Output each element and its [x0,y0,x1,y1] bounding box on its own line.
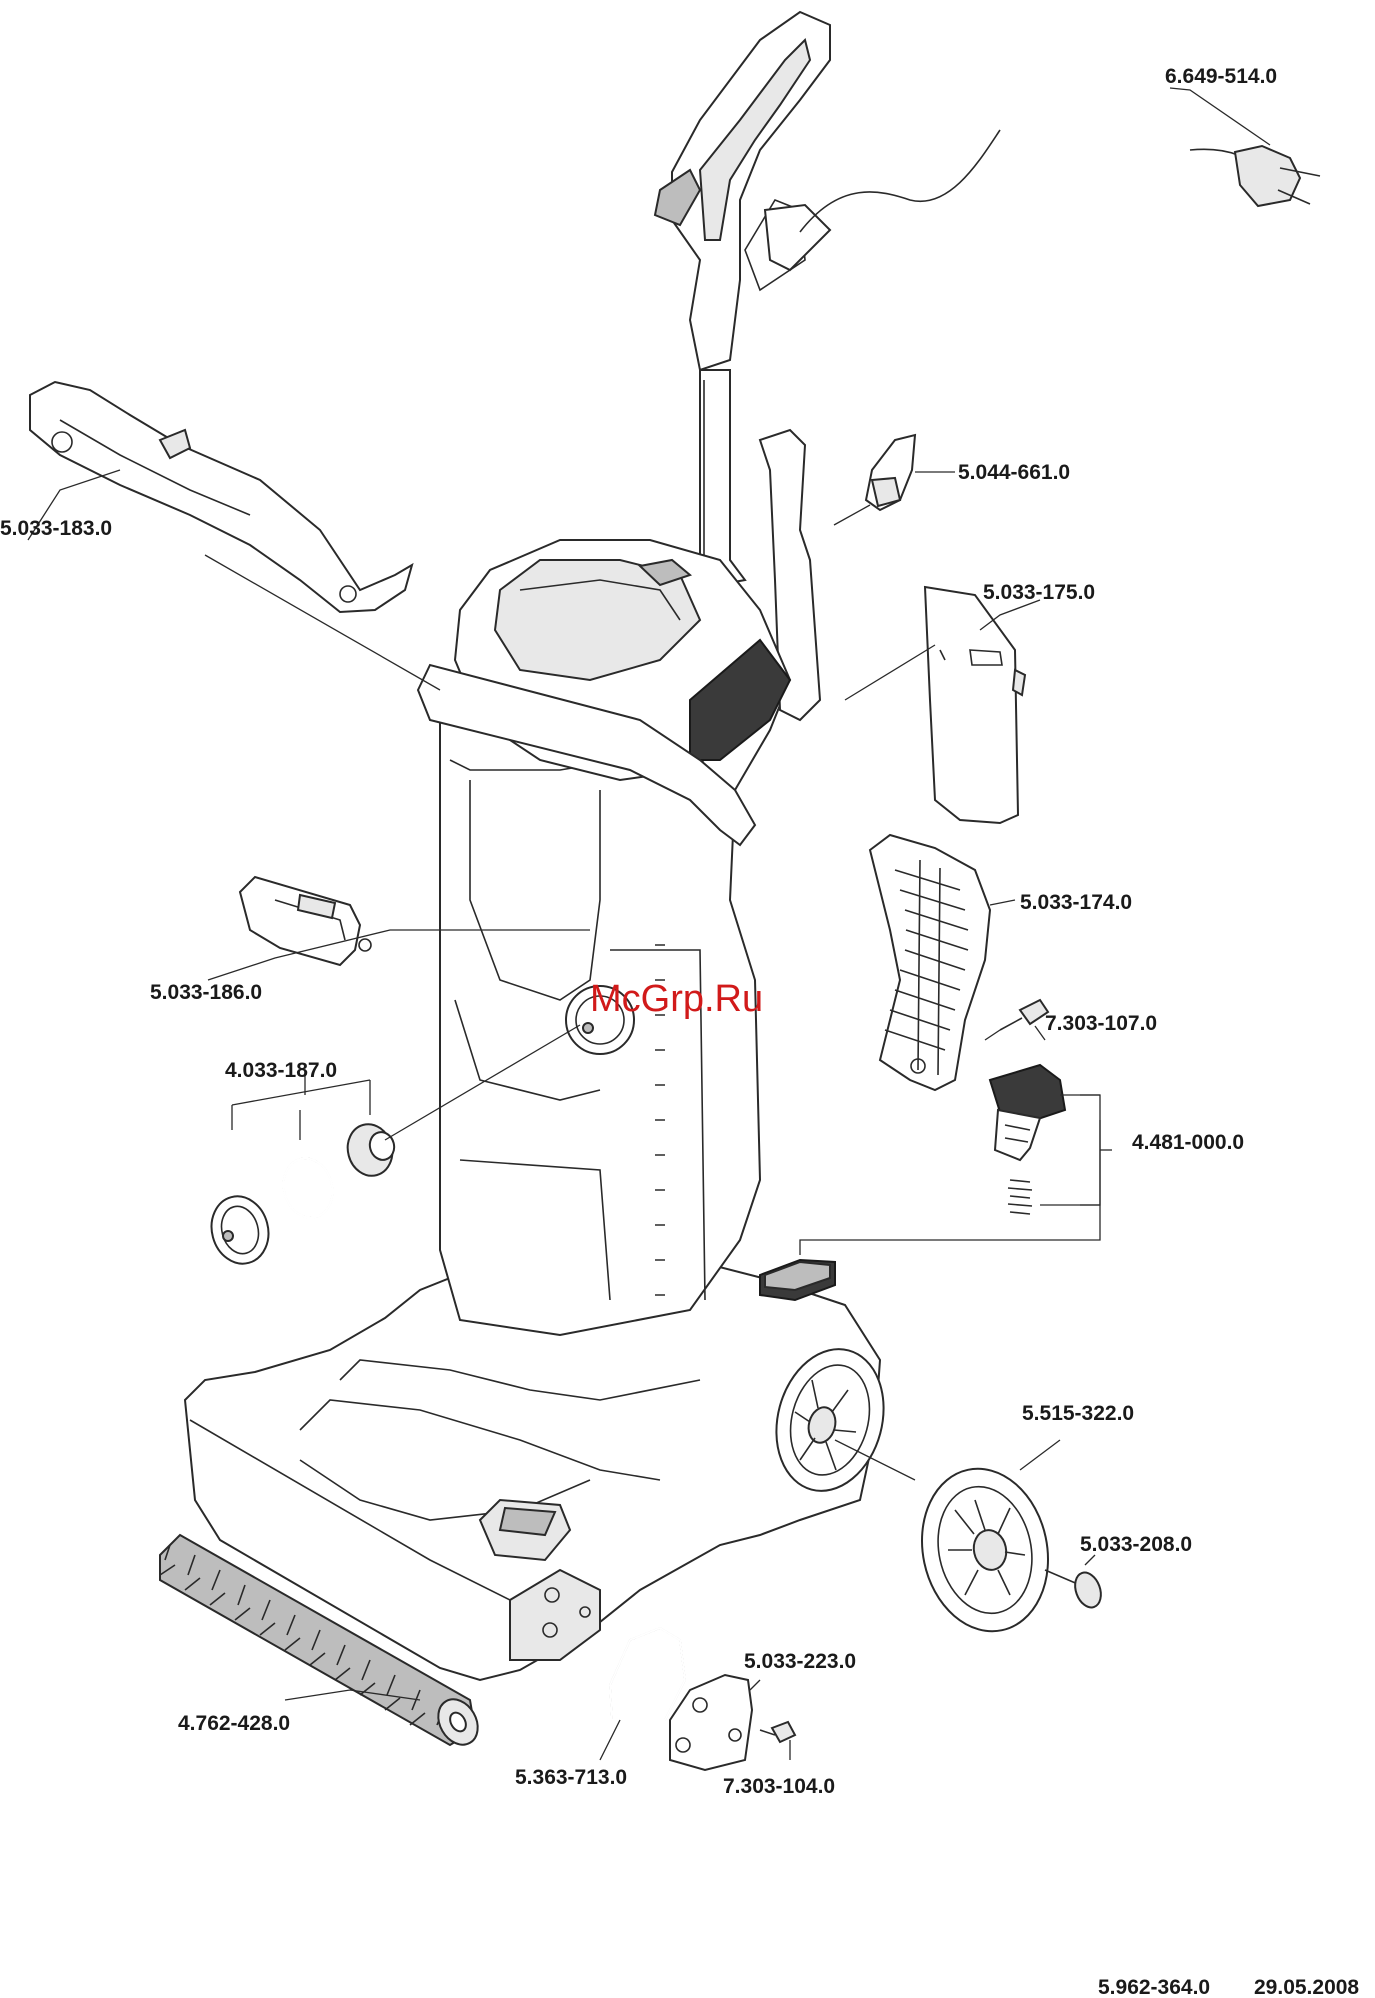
knob-set-drawing [204,1119,398,1270]
part-label-5-033-175: 5.033-175.0 [983,582,1095,603]
part-label-5-044-661: 5.044-661.0 [958,462,1070,483]
lever-drawing [834,435,915,525]
handle-bar-drawing [30,382,412,612]
drawing-date: 29.05.2008 [1254,1977,1359,1998]
screw-107-drawing [985,1000,1048,1040]
clip-drawing [240,877,371,965]
part-label-5-363-713: 5.363-713.0 [515,1767,627,1788]
part-label-4-033-187: 4.033-187.0 [225,1060,337,1081]
part-label-5-033-174: 5.033-174.0 [1020,892,1132,913]
part-label-5-515-322: 5.515-322.0 [1022,1403,1134,1424]
end-cap-drawing [670,1675,752,1770]
cover-plate-drawing [925,587,1025,823]
part-label-6-649-514: 6.649-514.0 [1165,66,1277,87]
part-label-5-033-183: 5.033-183.0 [0,518,112,539]
part-label-5-033-186: 5.033-186.0 [150,982,262,1003]
watermark: McGrp.Ru [590,980,763,1018]
part-label-4-481-000: 4.481-000.0 [1132,1132,1244,1153]
part-label-5-033-223: 5.033-223.0 [744,1651,856,1672]
wheel-drawing [907,1457,1062,1643]
drawing-number: 5.962-364.0 [1098,1977,1210,1998]
power-cord-drawing [800,112,1320,232]
screw-104-drawing [760,1722,795,1742]
pedal-spring-drawing [990,1065,1065,1214]
gasket-drawing [610,1628,685,1720]
part-label-7-303-107: 7.303-107.0 [1045,1013,1157,1034]
filter-grid-drawing [870,835,990,1090]
axle-pin-drawing [1045,1569,1105,1611]
main-housing-drawing [185,12,899,1680]
part-label-5-033-208: 5.033-208.0 [1080,1534,1192,1555]
part-label-4-762-428: 4.762-428.0 [178,1713,290,1734]
part-label-7-303-104: 7.303-104.0 [723,1776,835,1797]
